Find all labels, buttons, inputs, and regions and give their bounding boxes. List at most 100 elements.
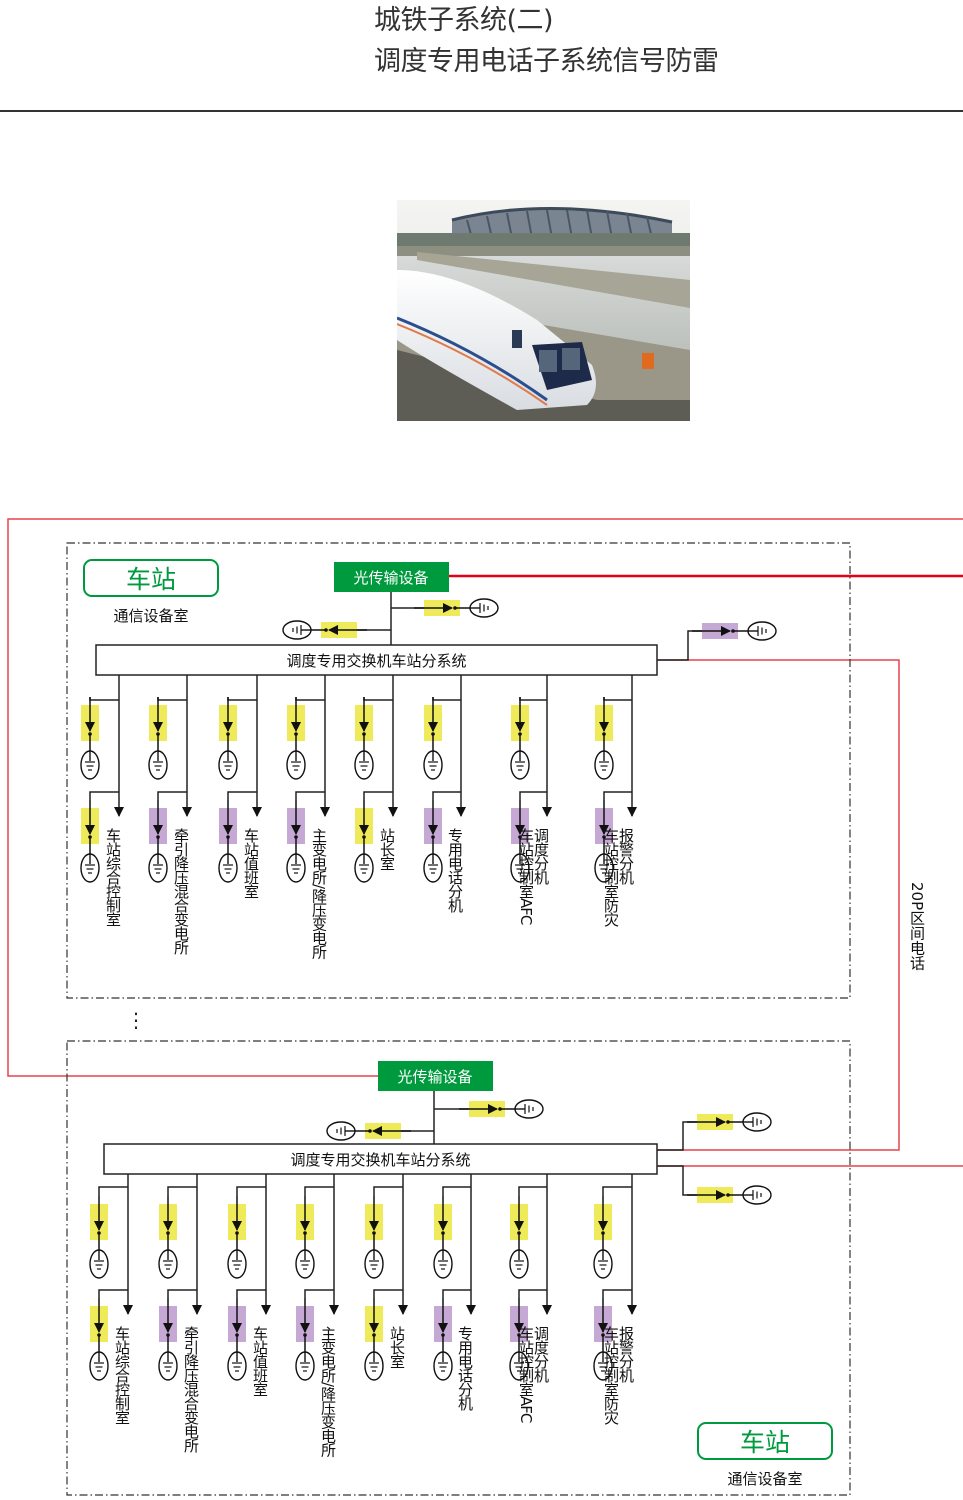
branch-tap-wire <box>236 1289 266 1298</box>
branch-tap-wire <box>89 697 119 701</box>
title-line-2: 调度专用电话子系统信号防雷 <box>374 46 719 77</box>
station-label: 车站 <box>740 1428 790 1457</box>
surge-protector-yellow <box>414 598 499 618</box>
surge-protector-yellow <box>80 800 100 883</box>
branch-tap-wire <box>373 1289 403 1298</box>
branch-tap-wire <box>295 697 325 701</box>
station-boundary-bottom <box>66 1040 851 1496</box>
branch-label: 专用电话分机 <box>446 828 464 914</box>
branch-tap-wire <box>157 791 187 800</box>
branch-tap-wire <box>442 1186 471 1196</box>
ground-icon <box>158 1351 178 1381</box>
surge-protector-yellow <box>148 697 168 780</box>
surge-protector-purple <box>594 800 614 883</box>
station-top: 车站通信设备室光传输设备调度专用交换机车站分系统车站综合控制室牵引降压混合变电所… <box>80 559 777 959</box>
surge-protector-yellow <box>227 1196 247 1279</box>
branch-label: 报警分机 <box>617 828 635 886</box>
branch-label: 报警分机 <box>617 1326 635 1384</box>
surge-protector-yellow <box>364 1298 384 1381</box>
surge-protector-purple <box>692 621 777 641</box>
surge-protector-yellow <box>510 697 530 780</box>
surge-protector-yellow <box>594 697 614 780</box>
surge-protector-purple <box>593 1298 613 1381</box>
ground-icon <box>510 750 530 780</box>
ground-icon <box>227 1249 247 1279</box>
branch-tap-wire <box>304 1186 334 1196</box>
optical-transmission-box <box>334 562 449 592</box>
ground-icon <box>286 750 306 780</box>
branch-label: 主变电所/降压变电所 <box>319 1326 337 1457</box>
ground-icon <box>89 1351 109 1381</box>
spd-feed-wire <box>657 630 702 661</box>
ground-icon <box>364 1249 384 1279</box>
ground-icon <box>514 1099 544 1119</box>
branch-tap-wire <box>432 697 461 701</box>
surge-protector-purple <box>295 1298 315 1381</box>
branch-tap-wire <box>167 1186 197 1196</box>
room-label: 通信设备室 <box>113 607 188 625</box>
branch-tap-wire <box>157 697 187 701</box>
surge-protector-yellow <box>326 1121 411 1141</box>
branch-tap-wire <box>602 1186 632 1196</box>
ground-icon <box>295 1351 315 1381</box>
surge-protector-yellow <box>459 1099 544 1119</box>
surge-protector-yellow <box>354 697 374 780</box>
surge-protector-yellow <box>593 1196 613 1279</box>
ground-icon <box>354 853 374 883</box>
red-interval-phone-line <box>658 659 900 1151</box>
branch-label: 车站值班室 <box>242 828 260 899</box>
branch-label-location: 车站控制室防灾 <box>602 828 620 927</box>
ground-icon <box>326 1121 356 1141</box>
station-label: 车站 <box>126 565 176 594</box>
branch-tap-wire <box>89 791 119 800</box>
branch-tap-wire <box>236 1186 266 1196</box>
ground-icon <box>282 620 312 640</box>
station-label-box <box>83 559 219 597</box>
station-boundary-top <box>66 542 851 999</box>
ground-icon <box>423 853 443 883</box>
ellipsis-icon: ⋮ <box>126 1008 146 1032</box>
ground-icon <box>286 853 306 883</box>
surge-protector-purple <box>423 800 443 883</box>
branch-label: 牵引降压混合变电所 <box>172 828 190 955</box>
branch-label-location: 车站控制室AFC <box>517 828 535 925</box>
spd-feed-wire <box>657 1121 697 1151</box>
ground-icon <box>295 1249 315 1279</box>
branch-label: 站长室 <box>388 1326 406 1369</box>
title-line-1: 城铁子系统(二) <box>374 5 554 36</box>
surge-protector-purple <box>218 800 238 883</box>
branch-tap-wire <box>518 1186 547 1196</box>
surge-protector-yellow <box>509 1196 529 1279</box>
branch-label: 调度分机 <box>532 828 550 886</box>
ground-icon <box>433 1249 453 1279</box>
surge-protector-yellow <box>423 697 443 780</box>
station-label-box <box>697 1422 833 1460</box>
branch-tap-wire <box>304 1289 334 1298</box>
ground-icon <box>593 1249 613 1279</box>
branch-tap-wire <box>295 791 325 800</box>
branch-tap-wire <box>373 1186 403 1196</box>
surge-protector-yellow <box>158 1196 178 1279</box>
surge-protector-yellow <box>433 1196 453 1279</box>
ground-icon <box>354 750 374 780</box>
ground-icon <box>364 1351 384 1381</box>
branch-tap-wire <box>227 791 257 800</box>
branch-tap-wire <box>98 1289 128 1298</box>
branch-label-location: 车站控制室AFC <box>517 1326 535 1423</box>
ground-icon <box>80 750 100 780</box>
branch-label: 车站综合控制室 <box>113 1326 131 1425</box>
branch-tap-wire <box>603 697 632 701</box>
surge-protector-yellow <box>687 1185 772 1205</box>
surge-protector-purple <box>510 800 530 883</box>
ground-icon <box>509 1249 529 1279</box>
surge-protector-purple <box>286 800 306 883</box>
ground-icon <box>148 750 168 780</box>
optical-transmission-label: 光传输设备 <box>353 569 428 587</box>
branch-tap-wire <box>518 1289 547 1298</box>
surge-protector-yellow <box>218 697 238 780</box>
ground-icon <box>594 853 614 883</box>
branch-tap-wire <box>363 697 393 701</box>
ground-icon <box>218 750 238 780</box>
branch-label: 车站值班室 <box>251 1326 269 1397</box>
